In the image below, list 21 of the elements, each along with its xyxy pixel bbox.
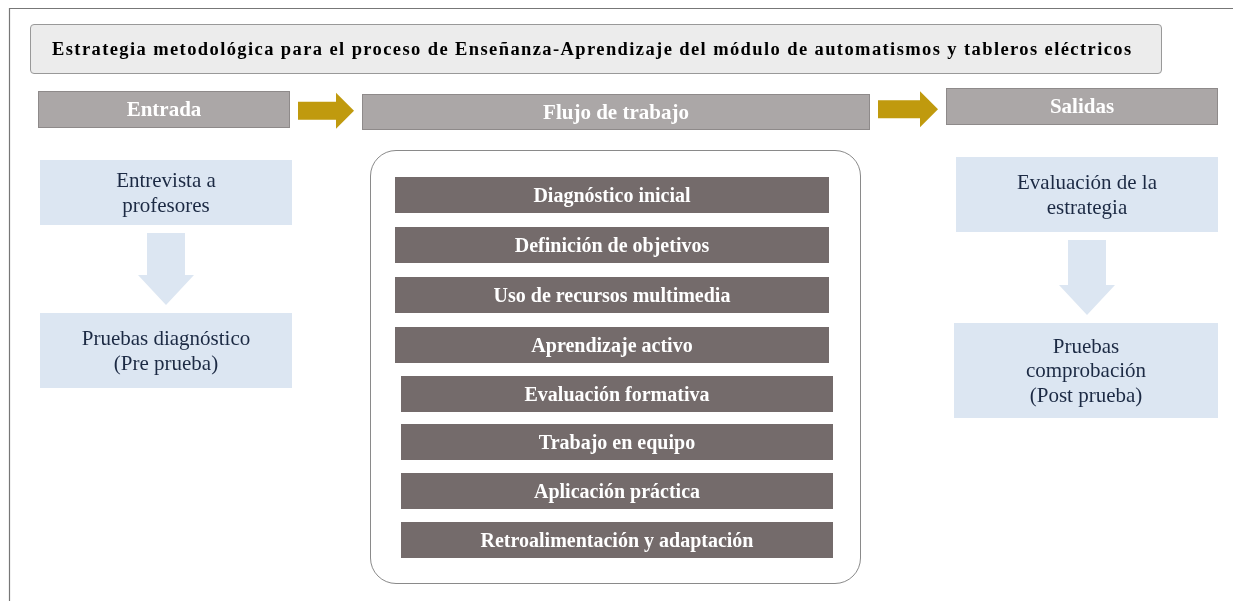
column-header: Salidas xyxy=(946,88,1218,125)
arrow xyxy=(1059,240,1115,315)
step-bar: Diagnóstico inicial xyxy=(395,177,829,213)
info-box: Pruebas comprobación (Post prueba) xyxy=(954,323,1218,418)
info-box: Pruebas diagnóstico (Pre prueba) xyxy=(40,313,292,388)
rounded-panel xyxy=(370,150,861,584)
arrow xyxy=(298,92,354,129)
step-bar: Aplicación práctica xyxy=(401,473,833,509)
column-header: Entrada xyxy=(38,91,290,128)
arrow xyxy=(138,233,194,305)
step-bar: Retroalimentación y adaptación xyxy=(401,522,833,558)
step-bar: Evaluación formativa xyxy=(401,376,833,412)
column-header: Flujo de trabajo xyxy=(362,94,870,130)
info-box: Evaluación de la estrategia xyxy=(956,157,1218,232)
step-bar: Definición de objetivos xyxy=(395,227,829,263)
info-box: Entrevista a profesores xyxy=(40,160,292,225)
step-bar: Trabajo en equipo xyxy=(401,424,833,460)
arrow xyxy=(878,91,938,128)
title-banner: Estrategia metodológica para el proceso de Enseñanza-Aprendizaje del módulo de automatismos y tableros eléctricos xyxy=(30,24,1162,74)
step-bar: Aprendizaje activo xyxy=(395,327,829,363)
step-bar: Uso de recursos multimedia xyxy=(395,277,829,313)
